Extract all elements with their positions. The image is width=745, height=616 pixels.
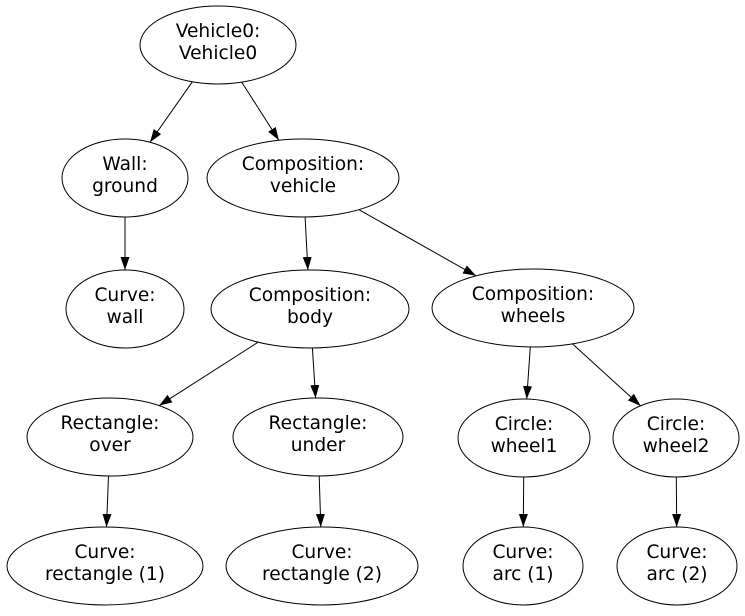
node-label-vehicle0: Vehicle0:Vehicle0 [176,21,261,64]
node-label-composition-vehicle: Composition:vehicle [242,154,364,197]
node-curve-arc-2: Curve:arc (2) [616,526,738,606]
edge-composition-body-to-rectangle-over [158,341,259,407]
node-ellipse-circle-wheel2 [612,398,740,478]
edge-vehicle0-to-composition-vehicle [241,81,280,141]
node-ellipse-composition-body [210,269,410,349]
node-label-curve-arc-1: Curve:arc (1) [492,542,553,585]
node-ellipse-rectangle-over [26,397,194,477]
edge-rectangle-under-to-curve-rectangle-2 [315,475,325,528]
node-label-circle-wheel2: Circle:wheel2 [643,414,710,457]
node-ellipse-curve-rectangle-1 [6,526,204,606]
node-ellipse-curve-arc-2 [616,526,738,606]
node-ellipse-circle-wheel1 [457,398,591,478]
node-label-wall-ground: Wall:ground [92,154,158,197]
node-label-composition-wheels: Composition:wheels [472,284,594,327]
node-ellipse-wall-ground [61,138,189,218]
node-composition-body: Composition:body [210,269,410,349]
node-label-curve-rectangle-1: Curve:rectangle (1) [45,542,165,585]
node-curve-wall: Curve:wall [65,269,185,349]
edge-composition-vehicle-to-composition-body [302,216,312,271]
node-label-curve-rectangle-2: Curve:rectangle (2) [262,542,382,585]
node-label-curve-wall: Curve:wall [94,285,155,328]
node-ellipse-vehicle0 [139,5,297,85]
node-ellipse-composition-wheels [431,268,635,348]
node-label-rectangle-over: Rectangle:over [61,413,160,456]
node-ellipse-curve-arc-1 [462,526,584,606]
node-label-composition-body: Composition:body [249,285,371,328]
node-rectangle-over: Rectangle:over [26,397,194,477]
node-circle-wheel1: Circle:wheel1 [457,398,591,478]
edge-composition-vehicle-to-composition-wheels [358,209,477,277]
node-rectangle-under: Rectangle:under [232,397,404,477]
edge-composition-wheels-to-circle-wheel2 [572,343,641,407]
node-label-rectangle-under: Rectangle:under [269,413,368,456]
node-ellipse-curve-wall [65,269,185,349]
node-vehicle0: Vehicle0:Vehicle0 [139,5,297,85]
node-circle-wheel2: Circle:wheel2 [612,398,740,478]
node-ellipse-composition-vehicle [206,138,400,218]
node-label-circle-wheel1: Circle:wheel1 [491,414,558,457]
node-curve-rectangle-1: Curve:rectangle (1) [6,526,204,606]
node-ellipse-curve-rectangle-2 [225,526,419,606]
node-wall-ground: Wall:ground [61,138,189,218]
edge-composition-body-to-rectangle-under [310,347,320,399]
node-composition-vehicle: Composition:vehicle [206,138,400,218]
node-curve-rectangle-2: Curve:rectangle (2) [225,526,419,606]
edge-vehicle0-to-wall-ground [149,81,193,143]
node-composition-wheels: Composition:wheels [431,268,635,348]
node-label-curve-arc-2: Curve:arc (2) [646,542,707,585]
node-ellipse-rectangle-under [232,397,404,477]
edge-rectangle-over-to-curve-rectangle-1 [102,475,112,528]
node-curve-arc-1: Curve:arc (1) [462,526,584,606]
edge-composition-wheels-to-circle-wheel1 [523,346,533,400]
